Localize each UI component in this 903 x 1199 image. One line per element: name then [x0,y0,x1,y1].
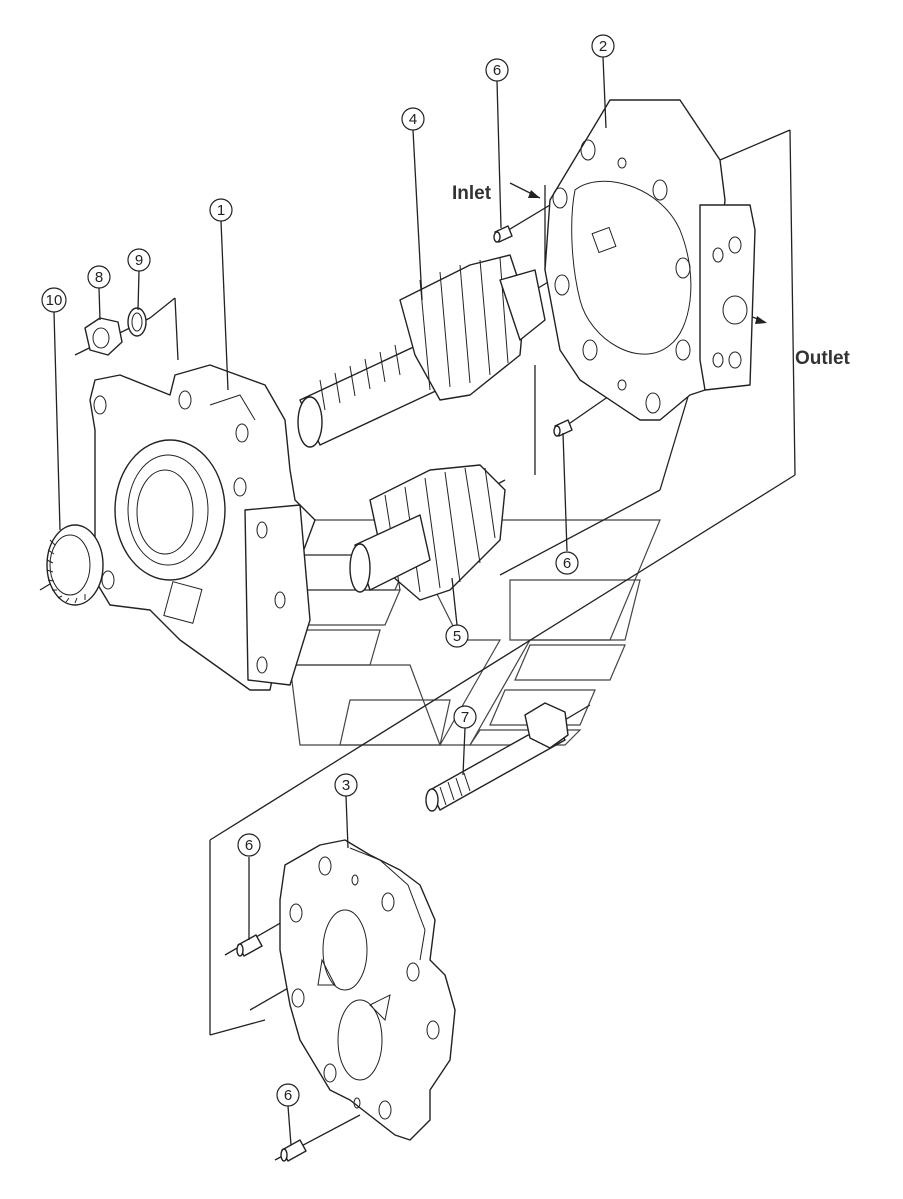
svg-text:6: 6 [563,555,571,572]
callout-1: 1 [209,198,233,222]
bolt [425,702,569,812]
callout-6-middle: 6 [555,551,579,575]
dowel-pin-middle [553,419,573,437]
svg-text:10: 10 [46,292,63,309]
svg-text:5: 5 [453,628,461,645]
callout-6-plate-upper: 6 [237,833,261,857]
callout-5: 5 [445,624,469,648]
callout-8: 8 [87,265,111,289]
washer [127,307,147,337]
svg-text:3: 3 [342,777,350,794]
driven-gear [349,464,506,601]
svg-text:2: 2 [599,38,607,55]
callout-leaders [53,56,607,1146]
dowel-pin-plate-upper [236,934,263,957]
svg-text:7: 7 [461,709,469,726]
drive-gear-shaft [297,254,546,448]
front-cover [89,364,316,691]
inlet-label: Inlet [452,183,492,204]
callout-3: 3 [334,773,358,797]
callout-10: 10 [41,287,67,313]
svg-text:1: 1 [217,202,225,219]
callout-4: 4 [401,107,425,131]
svg-text:6: 6 [493,62,501,79]
callout-6-upper: 6 [485,58,509,82]
callout-7: 7 [453,705,477,729]
outlet-label: Outlet [795,348,851,369]
svg-text:6: 6 [245,837,253,854]
gear-housing [544,99,756,421]
callout-2: 2 [591,34,615,58]
oil-seal [46,524,104,606]
callout-6-plate-lower: 6 [276,1083,300,1107]
svg-text:9: 9 [135,252,143,269]
nut [84,317,123,356]
dowel-pin-plate-lower [280,1139,307,1162]
svg-text:8: 8 [95,269,103,286]
svg-text:6: 6 [284,1087,292,1104]
wear-plate [279,839,456,1141]
dowel-pin-upper [493,225,513,243]
callout-9: 9 [127,248,151,272]
svg-text:4: 4 [409,111,417,128]
